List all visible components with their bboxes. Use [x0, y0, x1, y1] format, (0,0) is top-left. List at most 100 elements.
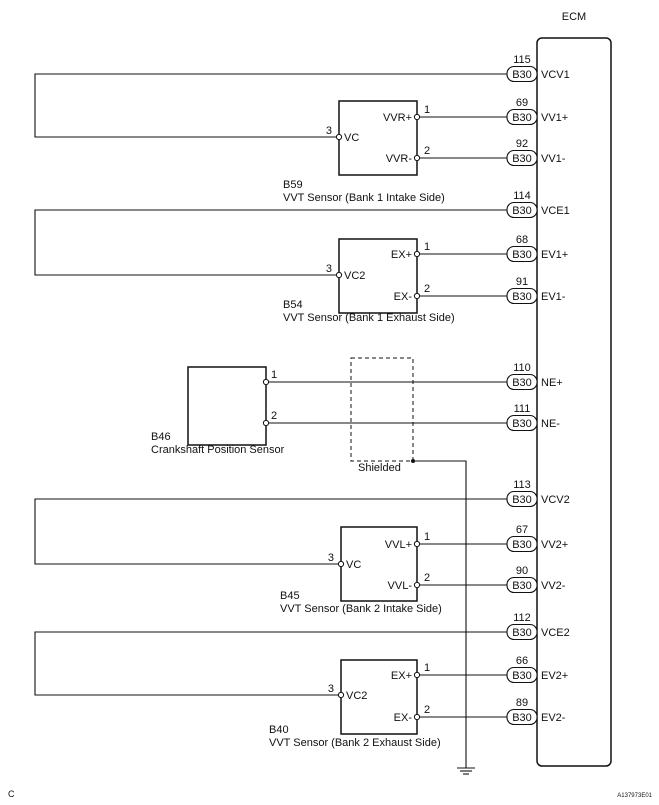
connector-code: B30: [512, 291, 532, 303]
pin-number: 110: [513, 362, 531, 374]
sensor-terminal: [413, 113, 421, 121]
sensor-pos-label: VVR+: [383, 112, 412, 124]
sensor-pos-label: EX+: [391, 249, 412, 261]
sensor-terminal: [413, 713, 421, 721]
pin-signal: VV1-: [541, 153, 566, 165]
pin-number: 91: [516, 276, 528, 288]
sensor-pos-pin: 1: [424, 241, 430, 253]
sensor-terminal: [413, 292, 421, 300]
sensor-box: [340, 526, 418, 602]
pin-signal: VCE2: [541, 627, 570, 639]
pin-signal: VV1+: [541, 112, 568, 124]
connector-code: B30: [512, 539, 532, 551]
sensor-in-label: VC2: [344, 270, 365, 282]
sensor-in-pin: 3: [328, 683, 334, 695]
sensor-terminal: [413, 250, 421, 258]
sensor-in-label: VC: [344, 132, 359, 144]
crank-terminal-1: [262, 378, 270, 386]
connector-code: B30: [512, 205, 532, 217]
sensor-terminal: [413, 671, 421, 679]
crankshaft-position-sensor: 1 2 B46 Crankshaft Position Sensor: [151, 366, 507, 456]
sensor-neg-pin: 2: [424, 572, 430, 584]
ecm-connector-pins: B30115VCV1B3069VV1+B3092VV1-B30114VCE1B3…: [506, 54, 570, 726]
sensor-in-pin: 3: [326, 125, 332, 137]
pin-number: 111: [514, 403, 531, 415]
pin-number: 69: [516, 97, 528, 109]
wire-supply-loop: [34, 73, 507, 138]
pin-signal: NE-: [541, 418, 560, 430]
crank-sensor-box: [187, 366, 267, 446]
connector-code: B30: [512, 249, 532, 261]
corner-label-left: C: [8, 789, 15, 799]
pin-signal: EV1+: [541, 249, 568, 261]
pin-signal: EV2+: [541, 670, 568, 682]
sensor-neg-pin: 2: [424, 704, 430, 716]
connector-code: B30: [512, 112, 532, 124]
sensor-name: VVT Sensor (Bank 2 Intake Side): [280, 603, 442, 615]
sensor-terminal: [413, 540, 421, 548]
wire-supply-loop: [34, 209, 507, 276]
connector-code: B30: [512, 670, 532, 682]
sensor-code: B59: [283, 179, 303, 191]
pin-number: 114: [513, 190, 531, 202]
ecm-block: ECM: [536, 11, 612, 767]
pin-signal: VV2-: [541, 580, 566, 592]
crank-pin1-label: 1: [271, 369, 277, 381]
corner-label-right: A137973E01: [617, 793, 652, 799]
connector-code: B30: [512, 627, 532, 639]
sensor-code: B45: [280, 590, 300, 602]
sensor-code: B40: [269, 724, 289, 736]
sensor-name: VVT Sensor (Bank 1 Exhaust Side): [283, 312, 455, 324]
sensor-terminal: [413, 581, 421, 589]
sensor-in-label: VC: [346, 559, 361, 571]
wire-supply-loop: [34, 498, 507, 565]
ecm-label: ECM: [562, 11, 586, 23]
sensor-neg-label: VVL-: [388, 580, 413, 592]
pin-number: 66: [516, 655, 528, 667]
pin-number: 92: [516, 138, 528, 150]
shield-group: Shielded: [350, 357, 475, 775]
sensor-name: VVT Sensor (Bank 1 Intake Side): [283, 192, 445, 204]
pin-signal: EV1-: [541, 291, 566, 303]
pin-number: 68: [516, 234, 528, 246]
sensor-terminal: [337, 560, 345, 568]
sensor-code: B54: [283, 299, 303, 311]
sensor-neg-label: VVR-: [386, 153, 413, 165]
pin-number: 89: [516, 697, 528, 709]
connector-code: B30: [512, 580, 532, 592]
pin-number: 115: [513, 54, 531, 66]
connector-code: B30: [512, 153, 532, 165]
connector-code: B30: [512, 494, 532, 506]
pin-signal: VCV2: [541, 494, 570, 506]
connector-code: B30: [512, 69, 532, 81]
sensor-name: VVT Sensor (Bank 2 Exhaust Side): [269, 737, 441, 749]
sensor-terminal: [335, 133, 343, 141]
pin-number: 113: [513, 479, 531, 491]
sensor-pos-pin: 1: [424, 104, 430, 116]
sensor-neg-label: EX-: [394, 291, 413, 303]
sensor-box: [338, 100, 418, 176]
sensor-terminal: [335, 271, 343, 279]
sensor-pos-pin: 1: [424, 662, 430, 674]
crank-pin2-label: 2: [271, 410, 277, 422]
connector-code: B30: [512, 377, 532, 389]
shield-ground-wire: [413, 460, 467, 768]
sensor-neg-pin: 2: [424, 283, 430, 295]
sensor-pos-label: VVL+: [385, 539, 412, 551]
sensor-in-pin: 3: [326, 263, 332, 275]
shield-outline: [350, 357, 414, 462]
pin-signal: VV2+: [541, 539, 568, 551]
pin-signal: NE+: [541, 377, 563, 389]
